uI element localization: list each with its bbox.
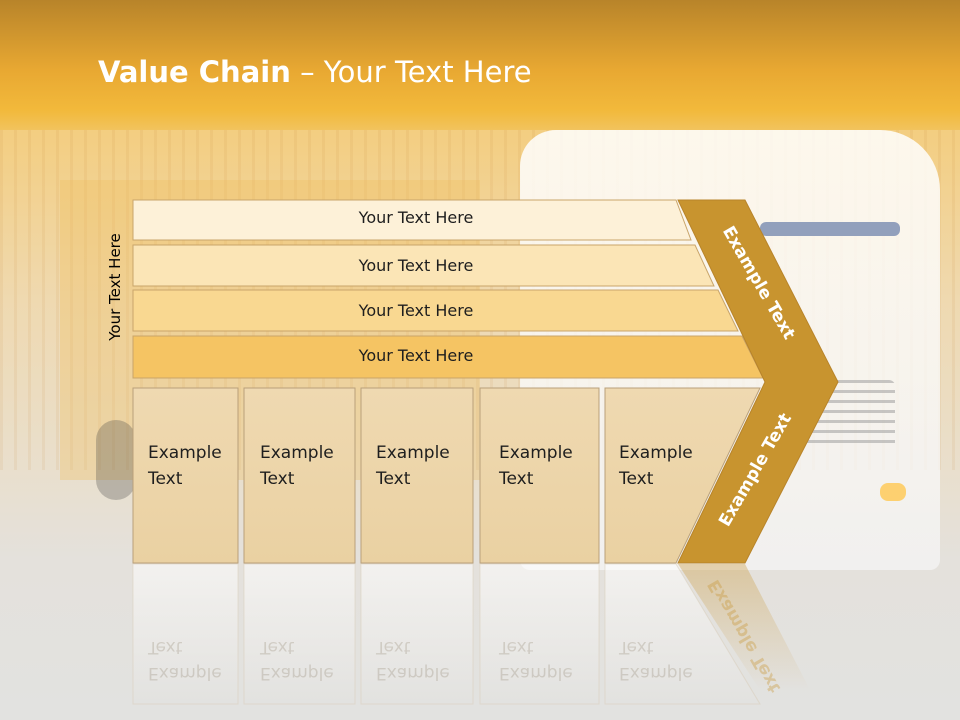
activity-box-label-3: Example Text	[376, 443, 450, 489]
activity-box-label-1: Example Text	[148, 443, 222, 489]
process-bar-label-1: Your Text Here	[358, 208, 474, 227]
activity-box-4	[479, 387, 600, 564]
background-wheel	[96, 420, 136, 500]
slide-title-rest: – Your Text Here	[290, 55, 532, 89]
activity-boxes	[132, 387, 761, 564]
reflection-box-2	[243, 563, 356, 705]
reflection-box-4	[479, 563, 600, 705]
activity-box-label-2: Example Text	[260, 443, 334, 489]
activity-box-1	[132, 387, 239, 564]
process-bars	[132, 199, 764, 379]
margin-chevron	[677, 199, 839, 564]
process-bar-label-2: Your Text Here	[358, 256, 474, 275]
process-bar-label-4: Your Text Here	[358, 346, 474, 365]
title-bar	[0, 0, 960, 130]
reflection-box-1	[132, 563, 239, 705]
reflection-chevron	[678, 564, 810, 690]
slide-title: Value Chain – Your Text Here	[98, 55, 532, 95]
process-bar-1	[132, 199, 692, 241]
process-bar-2	[132, 244, 715, 287]
slide-title-bold: Value Chain	[98, 55, 291, 89]
reflection-boxes	[132, 563, 810, 705]
process-bar-label-3: Your Text Here	[358, 301, 474, 320]
background-headlight	[880, 483, 906, 501]
process-bar-3	[132, 289, 739, 332]
reflection-box-5	[604, 563, 761, 705]
activity-box-label-5: Example Text	[619, 443, 693, 489]
activity-box-3	[360, 387, 474, 564]
background-truck-stripe	[760, 222, 900, 236]
reflection-box-3	[360, 563, 474, 705]
activity-box-5	[604, 387, 761, 564]
activity-box-label-4: Example Text	[499, 443, 573, 489]
activity-box-2	[243, 387, 356, 564]
